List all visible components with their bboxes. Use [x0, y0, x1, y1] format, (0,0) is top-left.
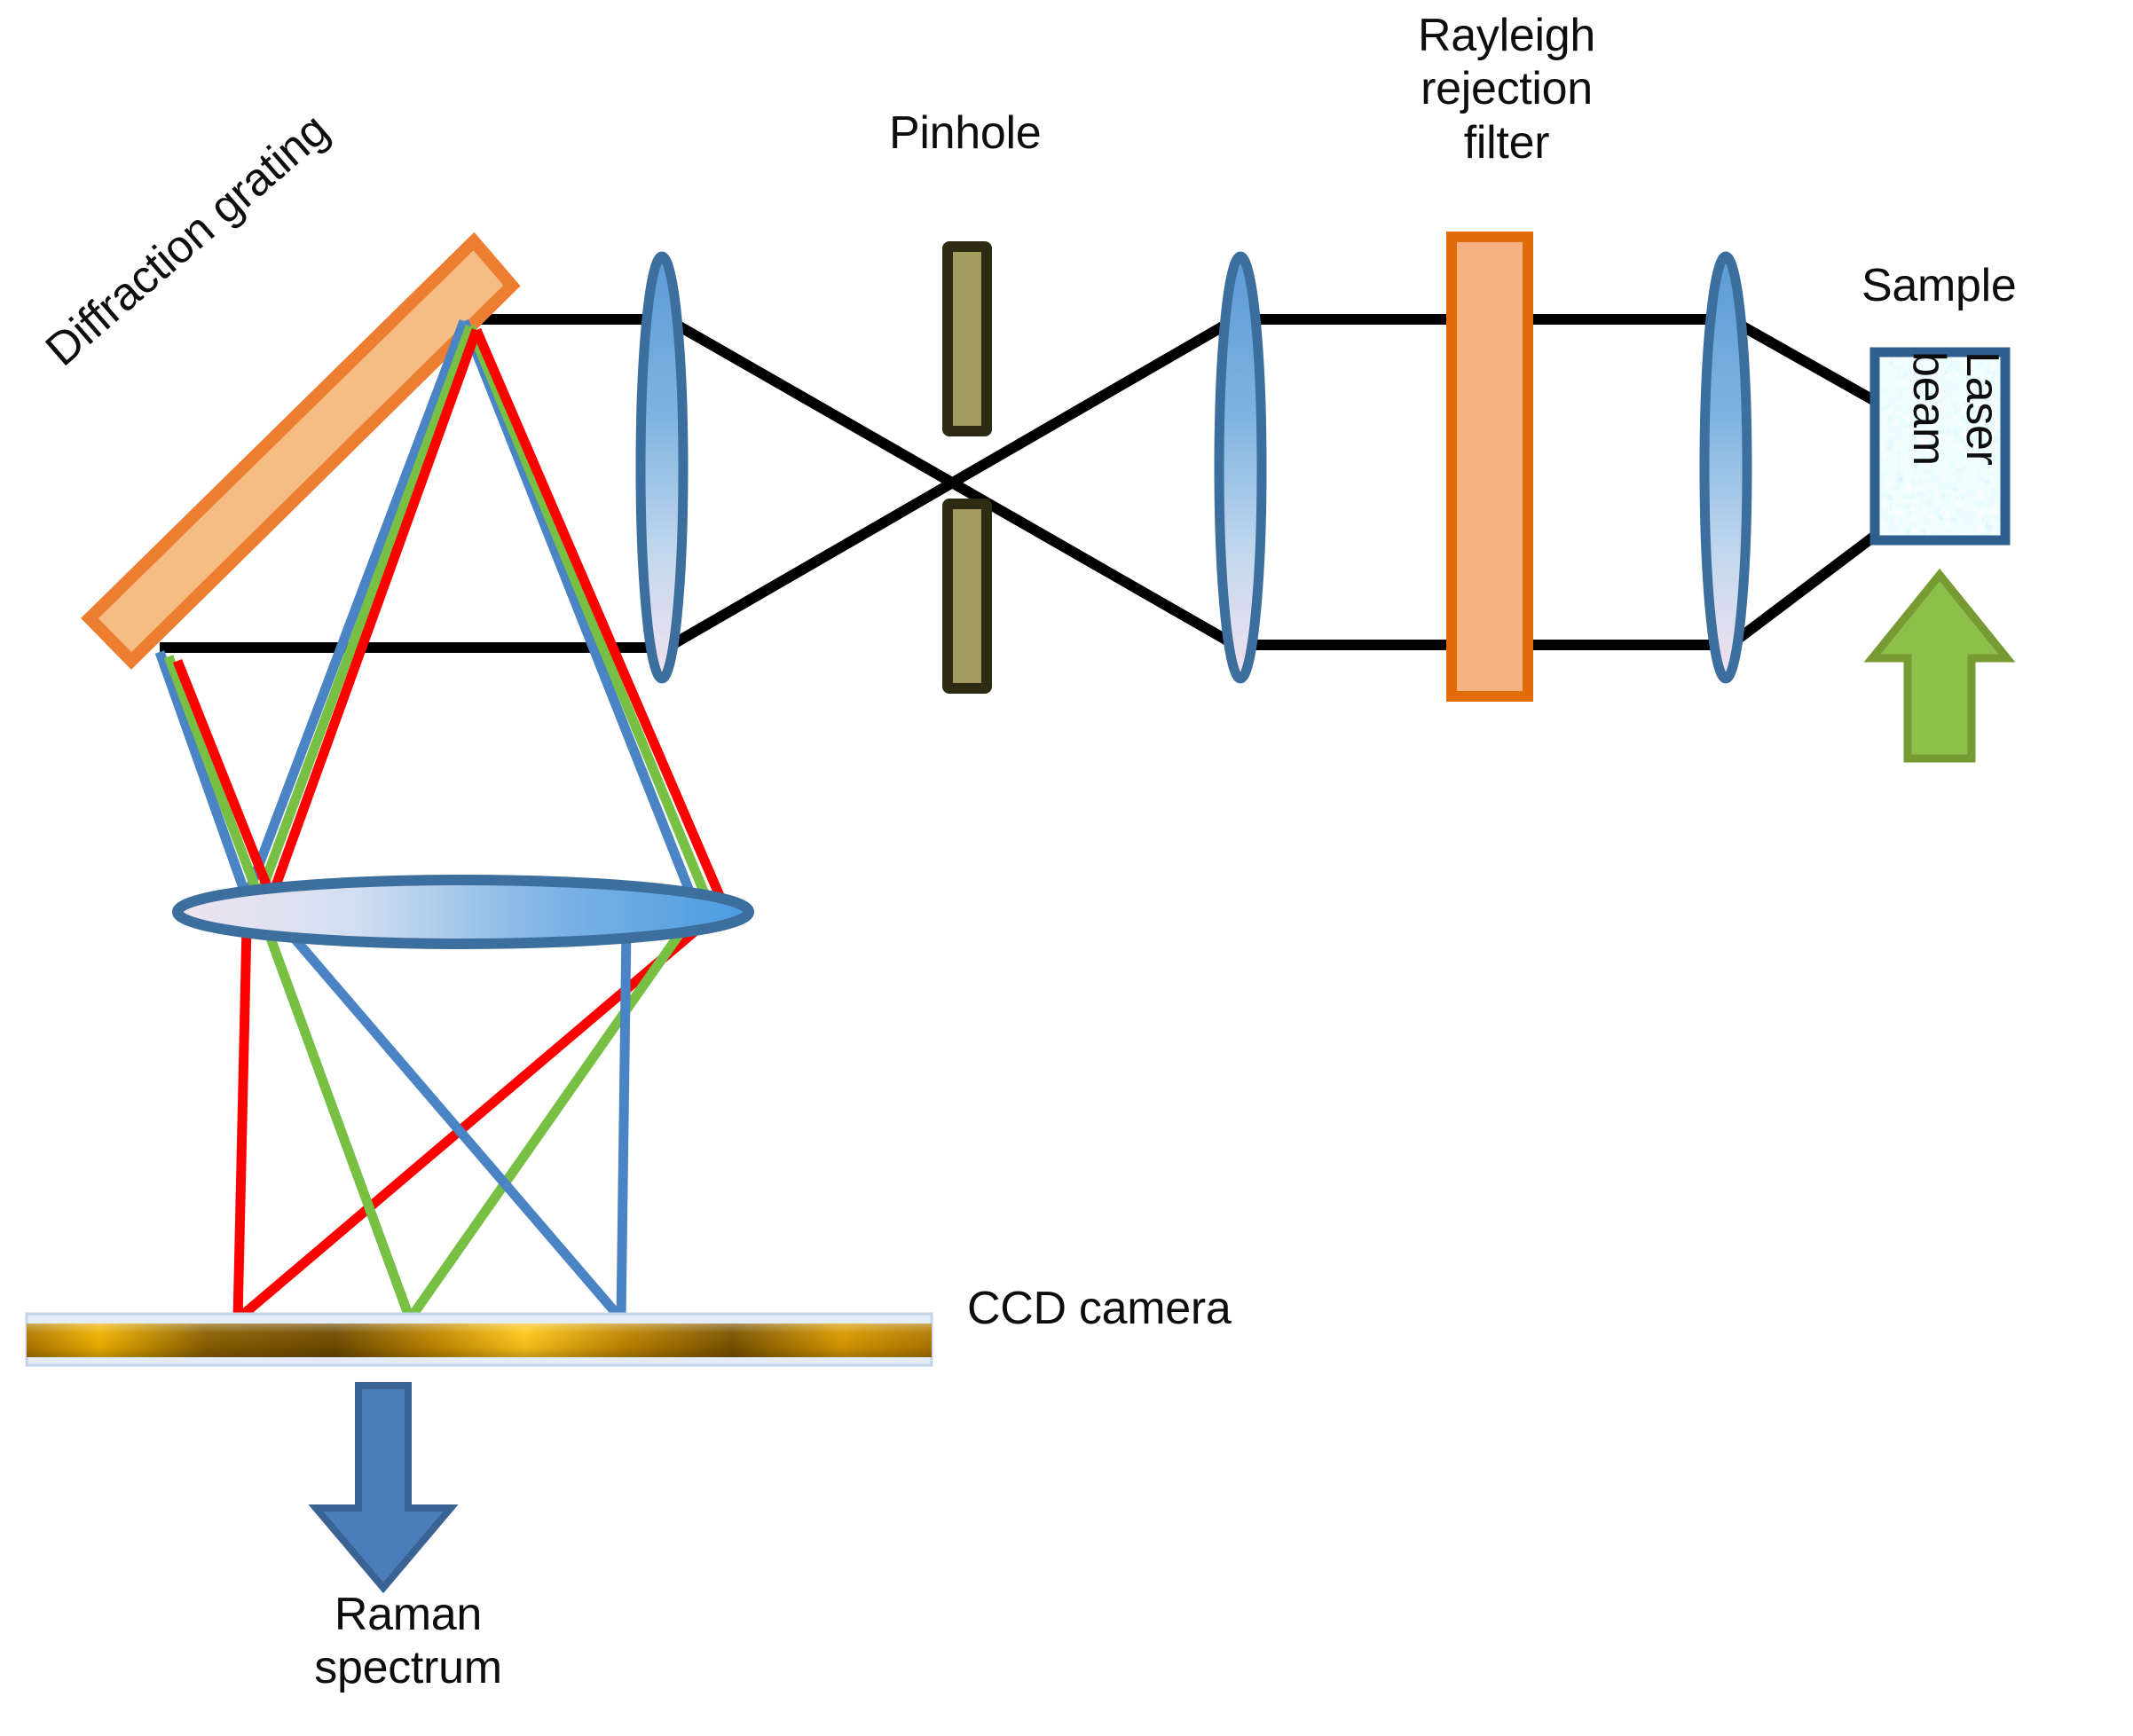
label-laser-beam: Laser beam [1902, 351, 2008, 466]
ray-red-upper-right [471, 327, 726, 900]
ray-blue-upper-left [241, 319, 469, 899]
ray-green-to-ccd-b [405, 923, 689, 1323]
label-sample: Sample [1861, 260, 2017, 311]
ccd-sensor-sheen [27, 1324, 932, 1357]
ray-lens1-bottom-to-lens2-top [664, 314, 1239, 653]
ray-green-lower-left [163, 655, 264, 899]
label-rayleigh-rejection-filter: Rayleigh rejection filter [1418, 10, 1595, 169]
laser-arrow-shape [1863, 568, 2016, 763]
ray-lens3-bottom-to-sample [1727, 531, 1878, 649]
sample-texture [1875, 352, 2005, 540]
dispersed-rays-upper [154, 318, 726, 900]
label-raman-spectrum: Raman spectrum [314, 1589, 502, 1694]
label-ccd-camera: CCD camera [967, 1283, 1232, 1334]
dispersed-rays-lower [232, 922, 704, 1324]
collimating-lens-2 [1214, 251, 1267, 684]
lens2-body [1214, 251, 1267, 684]
laser-beam-arrow [1863, 568, 2016, 763]
ray-blue-lower-left [154, 650, 252, 899]
output-arrow [308, 1382, 459, 1594]
ray-lens3-top-to-sample [1728, 314, 1877, 406]
sample [1869, 347, 2011, 546]
lens1-body [635, 251, 689, 684]
diffraction-grating [81, 232, 521, 670]
ray-blue-to-ccd-b [616, 925, 632, 1320]
ray-blue-upper-right [459, 318, 697, 900]
output-arrow-shape [308, 1382, 459, 1594]
collimating-lens-1 [635, 251, 689, 684]
camera-lens [172, 875, 754, 949]
ray-blue-to-ccd-a [279, 923, 626, 1323]
pinhole-aperture [942, 241, 992, 694]
ray-green-upper-left [254, 325, 476, 899]
grating-body [81, 232, 521, 670]
ccd-camera [25, 1312, 933, 1367]
ray-red-to-ccd-a [232, 925, 252, 1320]
ray-red-lower-left [172, 658, 277, 900]
rayleigh-rejection-filter [1446, 232, 1533, 702]
ray-green-upper-right [465, 324, 712, 900]
label-pinhole: Pinhole [889, 107, 1042, 159]
objective-lens [1699, 251, 1752, 684]
ray-red-to-ccd-b [234, 922, 704, 1324]
pinhole-lower-blade [942, 499, 992, 694]
camera-lens-body [172, 875, 754, 949]
pinhole-upper-blade [942, 241, 992, 436]
lens3-body [1699, 251, 1752, 684]
filter-body [1446, 232, 1533, 702]
ray-red-upper-left [266, 328, 482, 899]
sample-border [1869, 347, 2011, 546]
ray-green-to-ccd-a [261, 924, 415, 1321]
